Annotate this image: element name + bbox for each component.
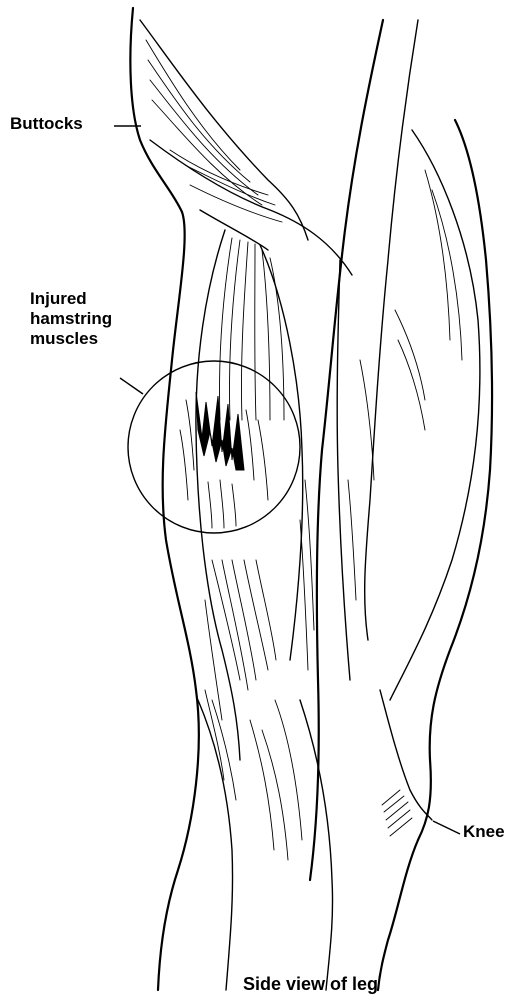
label-injured-line3: muscles [30,329,112,349]
calf-striations [205,690,302,860]
shin-line [300,700,333,990]
knee-shading [382,790,412,836]
calf-muscle-line [198,700,233,990]
gluteal-tendon [200,210,268,250]
label-buttocks: Buttocks [10,114,83,134]
gluteal-striations [146,40,282,222]
label-knee: Knee [463,822,505,842]
thigh-band-line-2 [337,260,350,680]
quadriceps-line [390,130,480,700]
leader-line-hamstring [120,378,143,394]
figure-caption: Side view of leg [243,974,378,994]
front-of-leg-contour [378,120,492,990]
gluteal-fold [140,20,308,240]
injury-tear-marks [180,392,268,528]
hamstring-fibers [205,238,284,720]
hamstring-back-edge [260,245,303,660]
thigh-band-line [365,20,418,640]
label-injured-line2: hamstring [30,309,112,329]
label-injured-hamstring-muscles: Injured hamstring muscles [30,289,112,349]
leader-line-knee [433,821,460,834]
back-of-leg-contour [130,8,198,990]
label-injured-line1: Injured [30,289,112,309]
